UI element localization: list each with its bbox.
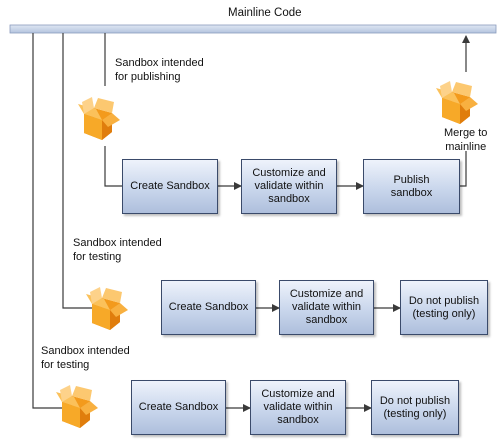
sandbox-box-icon [56,385,98,428]
branch-line-row-2 [62,33,96,309]
mainline-bar [9,24,497,34]
row-2-step-2-box: Customize and validate within sandbox [279,280,374,335]
row-1-step-2-box: Customize and validate within sandbox [241,159,337,214]
mainline-title: Mainline Code [228,7,302,19]
sandbox-box-icon [86,287,128,330]
branch-line-row-3 [32,33,62,409]
publish-connector-line [460,151,467,187]
row-2-step-3-box: Do not publish (testing only) [400,280,488,335]
branch-lines [32,33,122,409]
row-2-step-1-box: Create Sandbox [161,280,256,335]
row-3-step-2-box: Customize and validate within sandbox [250,380,346,435]
row-3-label: Sandbox intended for testing [41,345,130,371]
row-2-label: Sandbox intended for testing [73,237,162,263]
sandbox-box-icon [436,81,478,124]
sandbox-box-icon [78,97,120,140]
row-3-step-1-box: Create Sandbox [131,380,226,435]
branch-connector-row-1 [104,146,122,187]
row-3-step-3-box: Do not publish (testing only) [371,380,459,435]
row-1-step-1-box: Create Sandbox [122,159,218,214]
merge-label: Merge to mainline [444,127,488,153]
row-1-step-3-box: Publish sandbox [363,159,460,214]
row-1-label: Sandbox intended for publishing [115,57,204,83]
